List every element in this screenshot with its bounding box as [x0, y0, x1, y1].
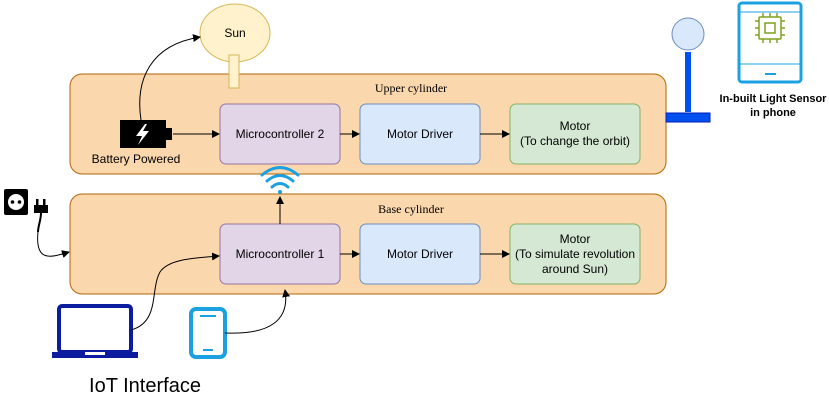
sensor-label-line2: in phone [750, 107, 796, 119]
wifi-icon [260, 166, 300, 194]
phone-icon [189, 307, 227, 359]
arrow-power-to-base [37, 231, 70, 258]
arrow-phone-to-mc1 [224, 289, 291, 334]
light-sensor-stand [665, 17, 711, 123]
base-cylinder-title: Base cylinder [378, 202, 444, 216]
power-plug-icon [4, 189, 48, 233]
arrow-laptop-to-mc1 [130, 252, 220, 331]
base-motor-node [509, 223, 641, 285]
upper-motor-driver-label: Motor Driver [387, 127, 453, 141]
base-motor-driver-label: Motor Driver [387, 247, 453, 261]
arrow-battery-to-sun [139, 34, 201, 121]
sun-rod-front [228, 54, 240, 89]
upper-motor-node [509, 103, 641, 165]
battery-label: Battery Powered [92, 152, 181, 166]
microcontroller-1-label: Microcontroller 1 [236, 247, 325, 261]
iot-interface-label: IoT Interface [89, 375, 201, 397]
microcontroller-2-label: Microcontroller 2 [236, 127, 325, 141]
base-motor-label-line1: Motor [560, 232, 591, 246]
chip-sensor-icon [755, 13, 785, 43]
base-motor-label-line2: (To simulate revolution [515, 247, 635, 261]
upper-motor-label-line1: Motor [560, 119, 591, 133]
upper-motor-label-line2: (To change the orbit) [520, 134, 630, 148]
upper-cylinder-title: Upper cylinder [375, 81, 447, 95]
base-motor-label-line3: around Sun) [542, 262, 608, 276]
sun-label: Sun [224, 26, 245, 40]
laptop-icon [52, 304, 138, 358]
battery-icon [120, 120, 172, 148]
sensor-label-line1: In-built Light Sensor [720, 93, 828, 105]
